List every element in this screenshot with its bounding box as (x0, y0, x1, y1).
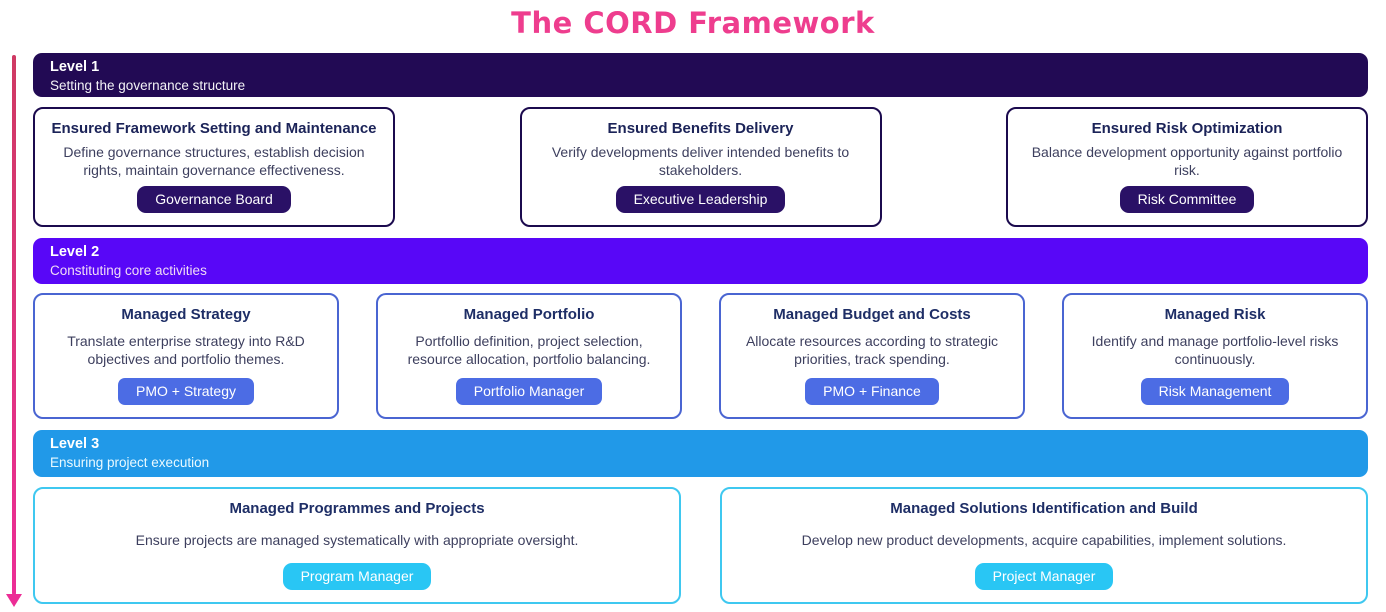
arrowhead-icon (5, 594, 22, 607)
card-description: Balance development opportunity against … (1031, 144, 1343, 179)
card-managed-budget-and-costs: Managed Budget and Costs Allocate resour… (719, 293, 1025, 419)
card-managed-strategy: Managed Strategy Translate enterprise st… (33, 293, 339, 419)
level-2-subtitle: Constituting core activities (50, 262, 207, 278)
downward-flow-arrow (5, 55, 22, 607)
card-title: Managed Budget and Costs (773, 306, 971, 323)
card-title: Managed Strategy (121, 306, 251, 323)
card-description: Portfollio definition, project selection… (407, 333, 651, 368)
owner-badge: Governance Board (137, 186, 291, 213)
level-3-label: Level 3 (50, 436, 100, 452)
owner-badge: Portfolio Manager (455, 378, 603, 405)
card-managed-programmes-and-projects: Managed Programmes and Projects Ensure p… (33, 487, 681, 604)
owner-badge: PMO + Finance (805, 378, 939, 405)
card-description: Identify and manage portfolio-level risk… (1091, 333, 1339, 368)
page-title: The CORD Framework (511, 6, 875, 40)
card-title: Ensured Risk Optimization (1091, 120, 1283, 137)
level-3-header: Level 3 Ensuring project execution (33, 430, 1368, 477)
owner-badge: Program Manager (282, 563, 432, 590)
card-title: Ensured Framework Setting and Maintenanc… (51, 120, 377, 137)
level-1-subtitle: Setting the governance structure (50, 77, 246, 93)
owner-badge: Risk Management (1140, 378, 1290, 405)
card-description: Ensure projects are managed systematical… (135, 531, 579, 548)
card-title: Managed Solutions Identification and Bui… (890, 500, 1198, 517)
card-title: Ensured Benefits Delivery (607, 120, 794, 137)
level-1-label: Level 1 (50, 59, 100, 75)
level-3-cards-row: Managed Programmes and Projects Ensure p… (33, 487, 1368, 604)
owner-badge: Executive Leadership (615, 186, 786, 213)
level-1-header: Level 1 Setting the governance structure (33, 53, 1368, 97)
diagram-content: Level 1 Setting the governance structure… (33, 53, 1368, 604)
level-2-header: Level 2 Constituting core activities (33, 238, 1368, 284)
card-description: Translate enterprise strategy into R&D o… (67, 333, 305, 368)
owner-badge: Project Manager (974, 563, 1114, 590)
card-managed-risk: Managed Risk Identify and manage portfol… (1062, 293, 1368, 419)
owner-badge: PMO + Strategy (118, 378, 254, 405)
level-2-label: Level 2 (50, 244, 100, 260)
owner-badge: Risk Committee (1119, 186, 1255, 213)
card-ensured-benefits-delivery: Ensured Benefits Delivery Verify develop… (519, 107, 882, 227)
level-1-cards-row: Ensured Framework Setting and Maintenanc… (33, 107, 1368, 227)
card-title: Managed Portfolio (463, 306, 595, 323)
card-title: Managed Risk (1164, 306, 1266, 323)
card-title: Managed Programmes and Projects (229, 500, 485, 517)
card-description: Develop new product developments, acquir… (801, 531, 1287, 548)
card-ensured-risk-optimization: Ensured Risk Optimization Balance develo… (1006, 107, 1368, 227)
level-2-cards-row: Managed Strategy Translate enterprise st… (33, 293, 1368, 419)
card-description: Define governance structures, establish … (63, 144, 365, 179)
card-description: Verify developments deliver intended ben… (551, 144, 850, 179)
card-managed-solutions-identification: Managed Solutions Identification and Bui… (720, 487, 1368, 604)
card-description: Allocate resources according to strategi… (745, 333, 999, 368)
card-ensured-framework-setting: Ensured Framework Setting and Maintenanc… (33, 107, 395, 227)
card-managed-portfolio: Managed Portfolio Portfollio definition,… (376, 293, 682, 419)
level-3-subtitle: Ensuring project execution (50, 454, 210, 470)
